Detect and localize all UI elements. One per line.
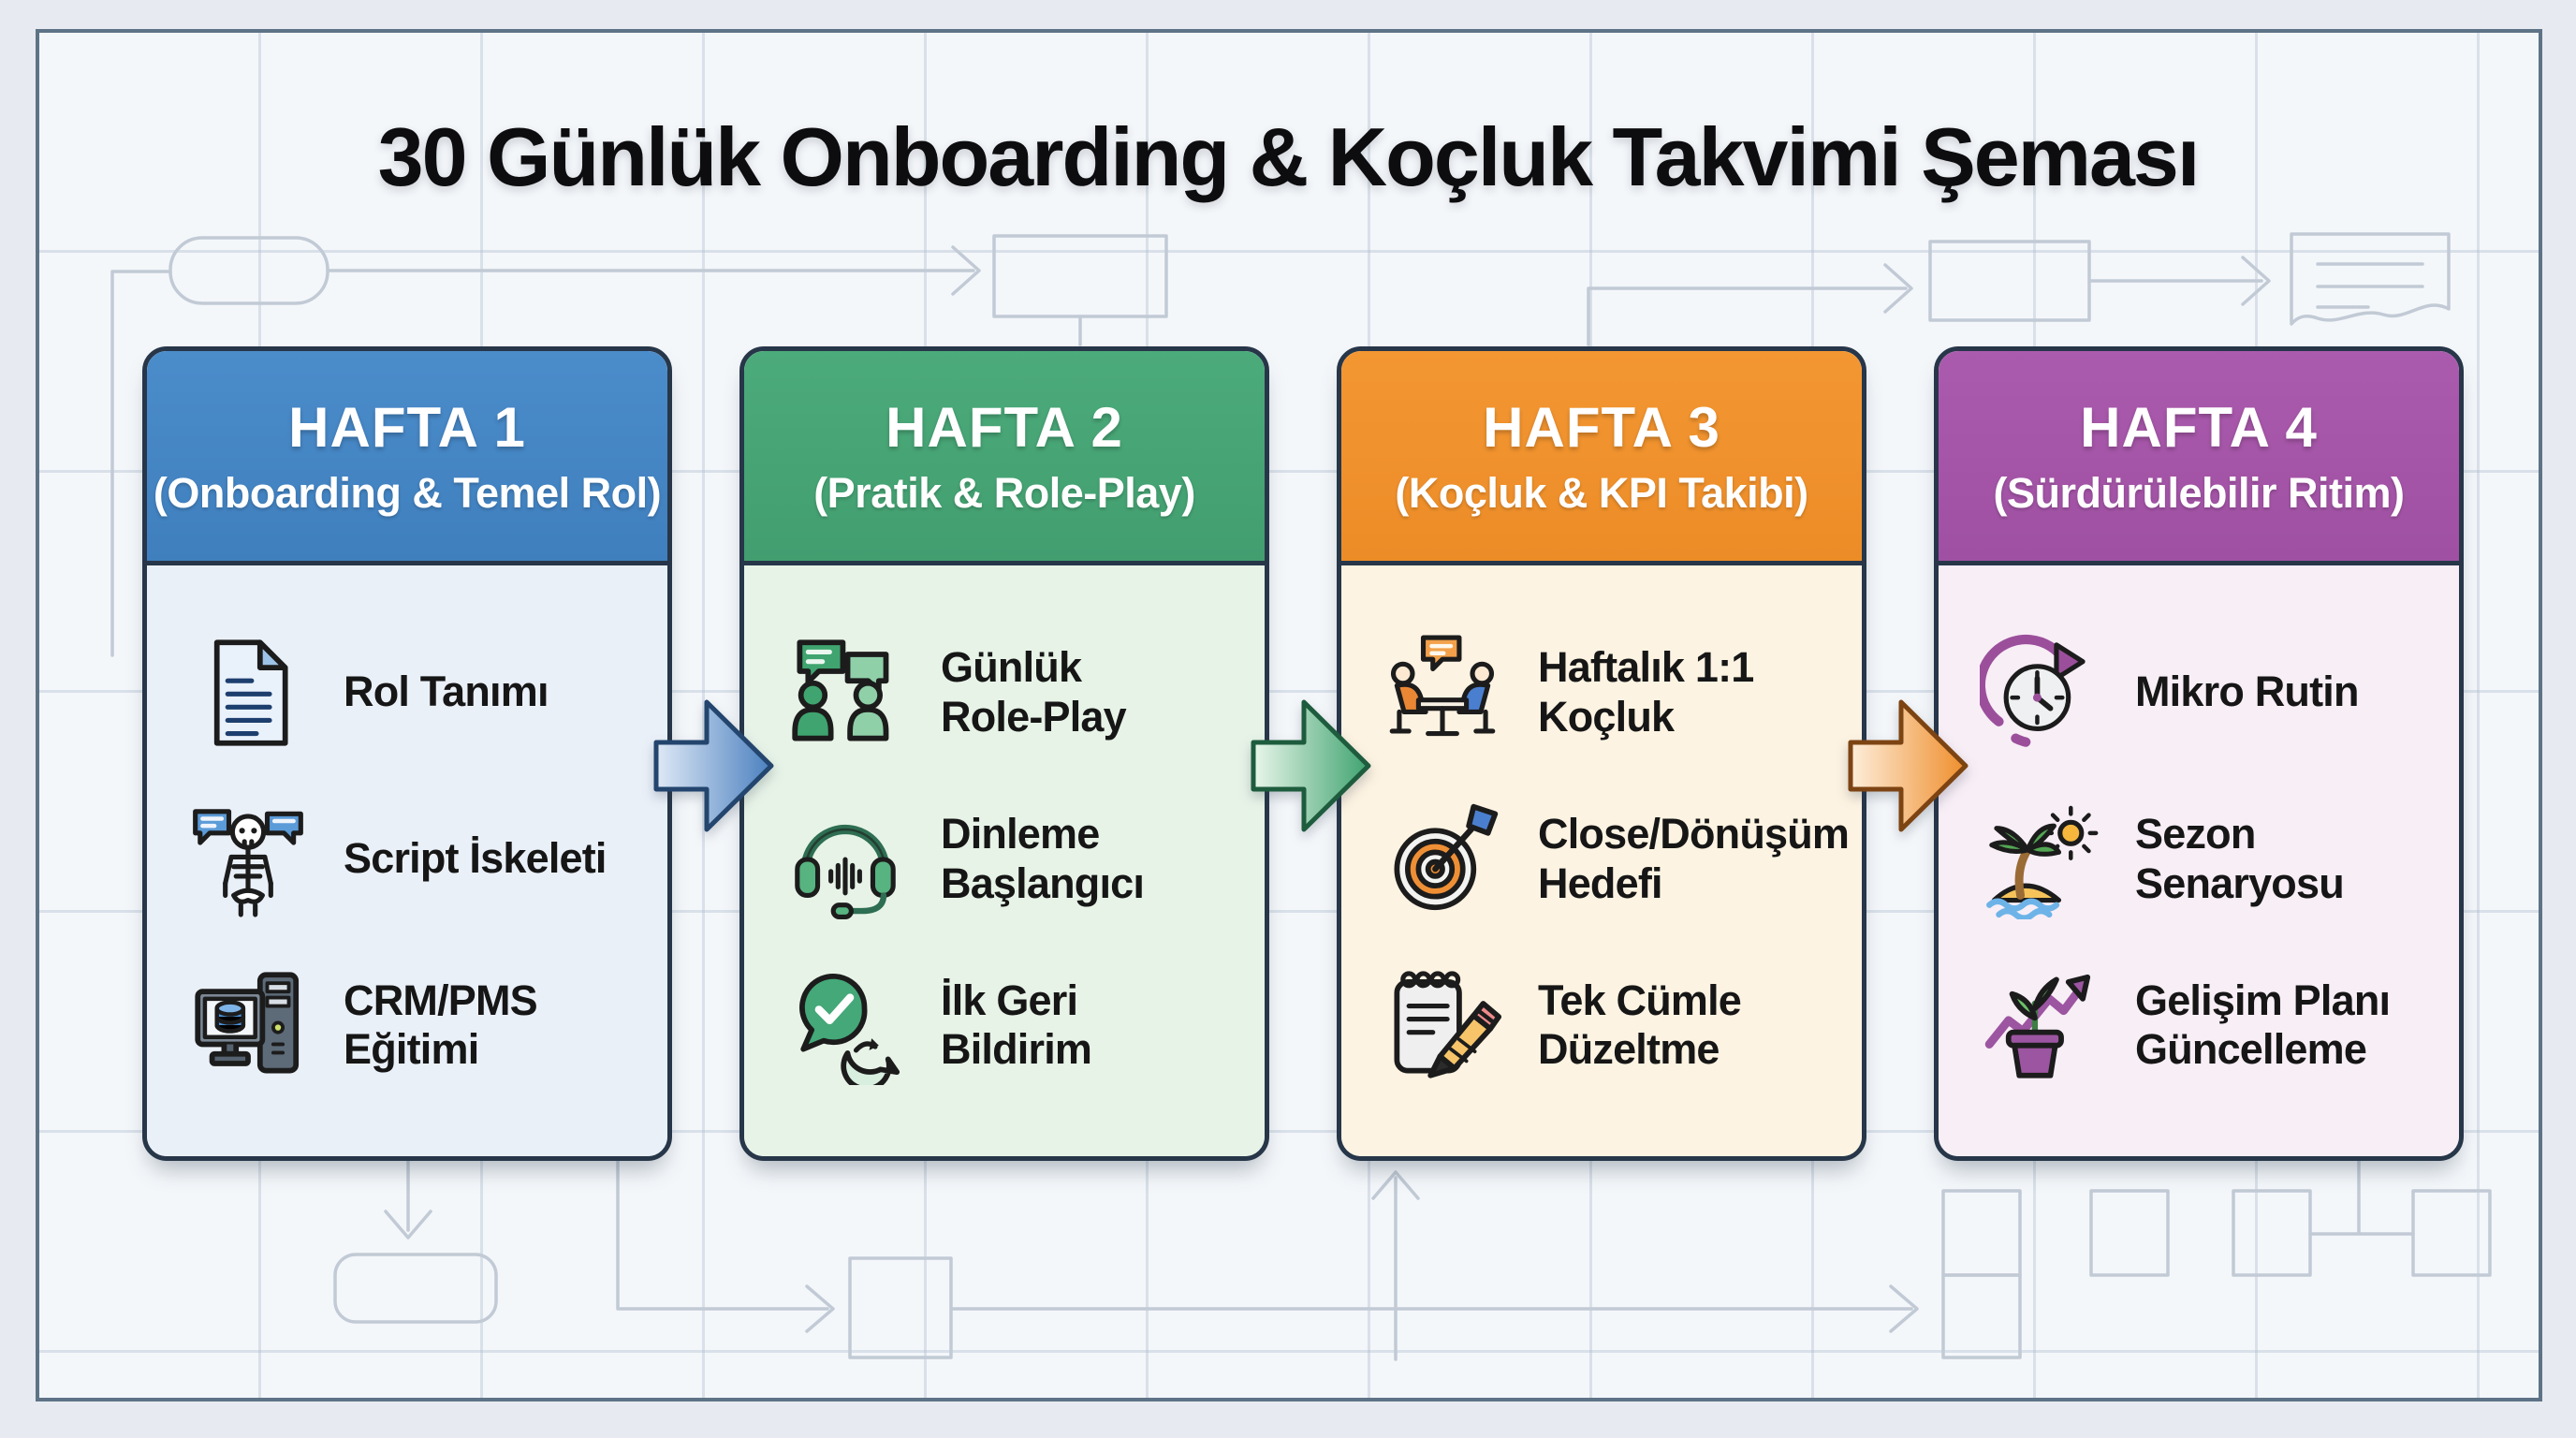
week-header: HAFTA 3 (Koçluk & KPI Takibi) (1341, 351, 1862, 565)
roleplay-chat-icon (785, 633, 905, 753)
list-item: Günlük Role-Play (785, 633, 1238, 753)
week-title: HAFTA 3 (1483, 395, 1720, 459)
island-sun-icon (1980, 800, 2100, 919)
list-item: Close/Dönüşüm Hedefi (1383, 800, 1850, 919)
item-label: Script İskeleti (344, 834, 607, 883)
week3-to-week4-arrow (1848, 699, 1969, 832)
week-card-hafta-1: HAFTA 1 (Onboarding & Temel Rol) Rol Tan… (142, 346, 672, 1161)
computer-database-icon (188, 965, 308, 1085)
item-label: Dinleme Başlangıcı (941, 809, 1145, 907)
list-item: CRM/PMS Eğitimi (188, 965, 641, 1085)
list-item: İlk Geri Bildirim (785, 965, 1238, 1086)
week-body: Mikro Rutin Sezon Senaryosu (1939, 565, 2459, 1156)
item-label: Tek Cümle Düzeltme (1538, 976, 1742, 1074)
document-icon (188, 633, 308, 753)
week-body: Rol Tanımı (147, 565, 667, 1156)
list-item: Rol Tanımı (188, 633, 641, 753)
week-subtitle: (Koçluk & KPI Takibi) (1395, 468, 1808, 517)
week-body: Haftalık 1:1 Koçluk Close/Dönüşüm Hedefi (1341, 565, 1862, 1156)
feedback-check-icon (785, 965, 905, 1086)
item-label: Günlük Role-Play (941, 643, 1127, 741)
week-body: Günlük Role-Play Dinleme Başlangıcı (744, 565, 1265, 1156)
item-label: Rol Tanımı (344, 668, 549, 716)
item-label: CRM/PMS Eğitimi (344, 976, 538, 1074)
growth-plan-icon (1980, 965, 2100, 1085)
week-header: HAFTA 2 (Pratik & Role-Play) (744, 351, 1265, 565)
week-header: HAFTA 1 (Onboarding & Temel Rol) (147, 351, 667, 565)
page-title: 30 Günlük Onboarding & Koçluk Takvimi Şe… (377, 110, 2201, 203)
list-item: Script İskeleti (188, 800, 641, 919)
week-subtitle: (Pratik & Role-Play) (813, 468, 1195, 517)
list-item: Mikro Rutin (1980, 633, 2433, 753)
week1-to-week2-arrow (653, 699, 774, 832)
item-label: Close/Dönüşüm Hedefi (1538, 809, 1850, 907)
week-title: HAFTA 1 (288, 395, 526, 459)
coaching-one-on-one-icon (1383, 633, 1502, 753)
week-card-hafta-2: HAFTA 2 (Pratik & Role-Play) Günlük Role… (739, 346, 1269, 1161)
list-item: Haftalık 1:1 Koçluk (1383, 633, 1836, 753)
item-label: Haftalık 1:1 Koçluk (1538, 643, 1754, 741)
list-item: Gelişim Planı Güncelleme (1980, 965, 2433, 1085)
headphones-icon (785, 800, 905, 919)
week-card-hafta-3: HAFTA 3 (Koçluk & KPI Takibi) Haftalık 1… (1337, 346, 1866, 1161)
item-label: İlk Geri Bildirim (941, 976, 1092, 1074)
list-item: Dinleme Başlangıcı (785, 800, 1238, 919)
week-header: HAFTA 4 (Sürdürülebilir Ritim) (1939, 351, 2459, 565)
week-subtitle: (Onboarding & Temel Rol) (153, 468, 662, 517)
list-item: Tek Cümle Düzeltme (1383, 965, 1836, 1085)
skeleton-chat-icon (188, 800, 308, 919)
item-label: Mikro Rutin (2135, 668, 2359, 716)
clock-routine-icon (1980, 633, 2100, 753)
item-label: Sezon Senaryosu (2135, 809, 2345, 907)
week-subtitle: (Sürdürülebilir Ritim) (1993, 468, 2406, 517)
week-title: HAFTA 4 (2080, 395, 2318, 459)
week-title: HAFTA 2 (886, 395, 1123, 459)
week-card-hafta-4: HAFTA 4 (Sürdürülebilir Ritim) Mikro Rut… (1934, 346, 2464, 1161)
notepad-pencil-icon (1383, 965, 1502, 1085)
week2-to-week3-arrow (1251, 699, 1371, 832)
item-label: Gelişim Planı Güncelleme (2135, 976, 2391, 1074)
list-item: Sezon Senaryosu (1980, 800, 2433, 919)
target-dart-icon (1383, 800, 1502, 919)
